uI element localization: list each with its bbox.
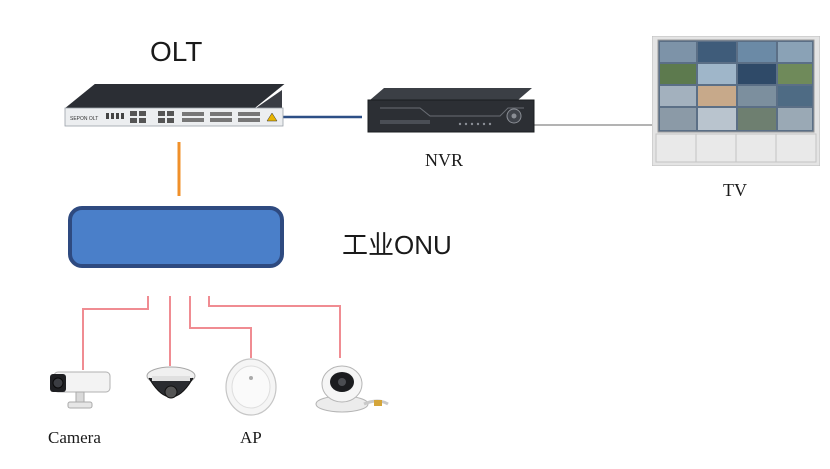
onu-label: 工业ONU [342, 230, 452, 260]
nvr-label: NVR [425, 150, 464, 170]
ap-label: AP [240, 428, 262, 447]
onu-camera-link [82, 296, 149, 370]
tv-video-wall[interactable] [652, 36, 820, 166]
industrial-onu-box[interactable] [68, 206, 284, 268]
tv-label: TV [723, 180, 747, 200]
access-point-icon[interactable] [222, 356, 280, 418]
camera-label: Camera [48, 428, 101, 447]
dome-camera-icon[interactable] [142, 364, 200, 416]
olt-label: OLT [150, 36, 203, 67]
olt-device[interactable]: SEPON OLT [60, 80, 290, 132]
nvr-device[interactable] [360, 86, 538, 138]
bullet-camera-icon[interactable] [40, 366, 114, 414]
onu-turret-link [208, 296, 341, 358]
onu-ap-link [189, 296, 252, 358]
turret-camera-icon[interactable] [308, 360, 398, 418]
olt-front-text: SEPON OLT [70, 116, 98, 122]
